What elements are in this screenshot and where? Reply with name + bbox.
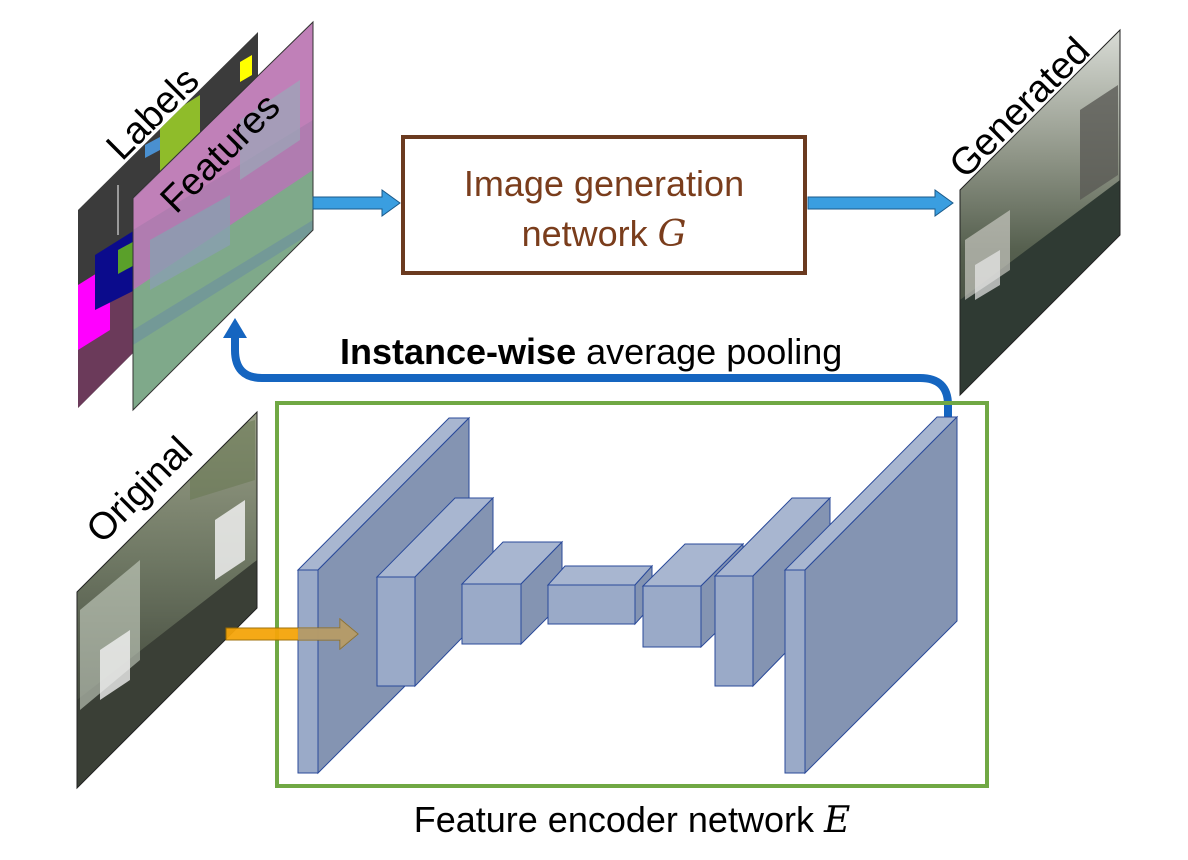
generator-symbol: G [658,214,687,255]
original-to-encoder-arrow [225,617,359,651]
encoder-box [275,401,989,788]
generator-line2: network [522,213,658,254]
generator-line1: Image generation [464,163,744,204]
pooling-label-bold: Instance-wise [340,331,576,372]
pooling-label-rest: average pooling [576,331,842,372]
encoder-layer-5 [641,542,745,649]
svg-text:Instance-wise average pooling: Instance-wise average pooling [340,331,842,372]
generated-panel-image [959,28,1121,397]
encoder-layer-7 [783,415,959,775]
pooling-arrow [223,318,952,420]
features-panel-image [132,20,314,412]
encoder-layer-3 [460,540,564,646]
encoder-layers [296,415,959,775]
svg-text:Feature encoder network E: Feature encoder network E [414,799,851,841]
original-panel-image [76,410,258,790]
encoder-label: Feature encoder network [414,799,824,840]
svg-text:network G: network G [522,213,687,255]
features-to-generator-arrow [312,189,401,217]
encoder-layer-4 [546,564,654,626]
encoder-symbol: E [823,800,850,841]
encoder-layer-2 [375,496,495,688]
generator-box: Image generation network G [401,135,807,275]
generator-to-output-arrow [807,189,954,217]
